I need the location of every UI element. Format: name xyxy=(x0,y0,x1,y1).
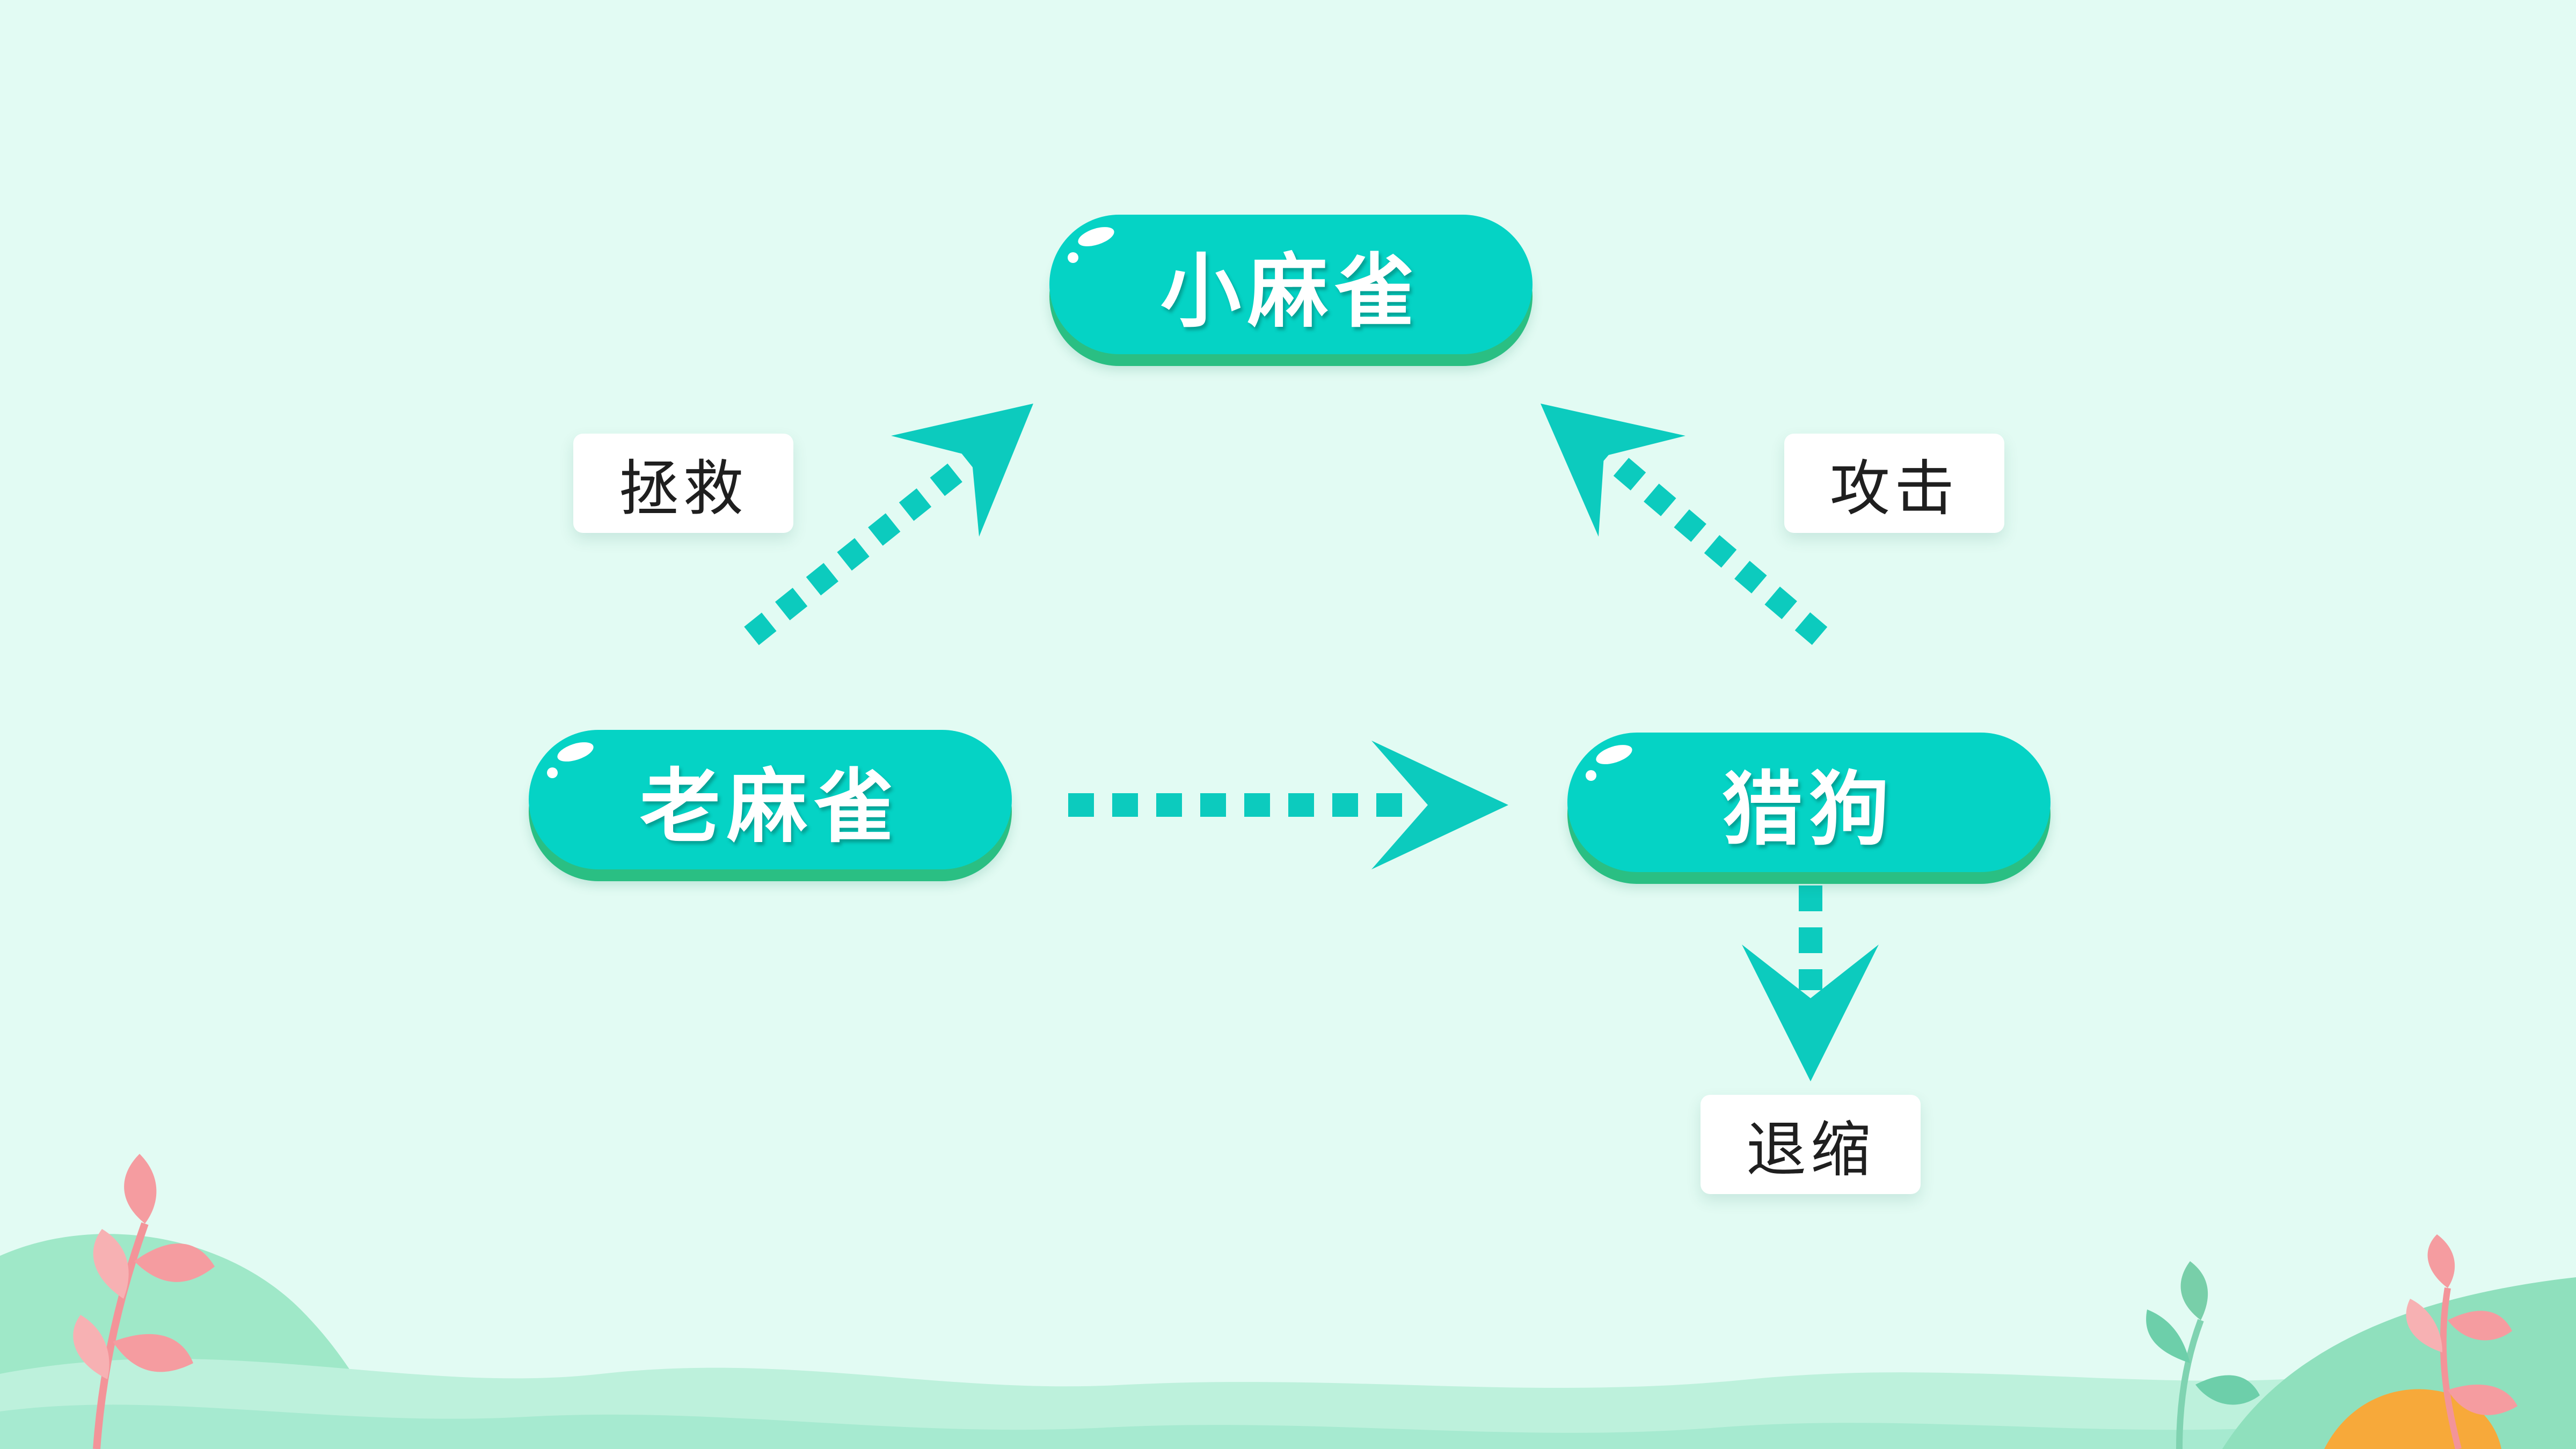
arrow-attack xyxy=(1541,404,1828,645)
node-old-sparrow-label: 老麻雀 xyxy=(639,759,901,854)
arrow-attack-dotted-line xyxy=(1594,442,1828,645)
node-highlight-dot xyxy=(1068,252,1078,263)
node-highlight xyxy=(1076,223,1116,251)
node-little-sparrow: 小麻雀 xyxy=(1049,215,1533,354)
node-hunting-dog: 猎狗 xyxy=(1567,733,2050,872)
node-highlight xyxy=(555,738,596,766)
node-highlight xyxy=(1594,741,1634,769)
node-little-sparrow-label: 小麻雀 xyxy=(1160,244,1421,339)
right-green-leaf-sprig xyxy=(2146,1261,2260,1449)
arrow-retreat-head xyxy=(1742,945,1879,1081)
node-old-sparrow: 老麻雀 xyxy=(529,730,1012,869)
edge-label-retreat-text: 退缩 xyxy=(1746,1115,1875,1185)
arrow-attack-head xyxy=(1541,404,1685,537)
node-highlight-dot xyxy=(547,767,558,778)
arrow-retreat xyxy=(1742,885,1879,1081)
edge-label-rescue: 拯救 xyxy=(573,434,793,533)
arrow-horizontal-head xyxy=(1371,741,1508,869)
right-pink-leaf-sprig xyxy=(2406,1234,2517,1449)
node-highlight-dot xyxy=(1586,770,1596,781)
bottom-hill-front xyxy=(0,1404,2576,1449)
arrow-rescue xyxy=(744,404,1033,646)
arrow-left-to-right xyxy=(1068,741,1508,869)
edge-label-attack-text: 攻击 xyxy=(1830,453,1959,524)
edge-label-retreat: 退缩 xyxy=(1701,1095,1921,1194)
arrow-rescue-head xyxy=(891,404,1033,537)
left-pink-leaf-sprig xyxy=(73,1154,215,1449)
edge-label-attack: 攻击 xyxy=(1784,434,2004,533)
edge-label-rescue-text: 拯救 xyxy=(619,453,748,524)
node-hunting-dog-label: 猎狗 xyxy=(1721,762,1896,857)
arrow-rescue-dotted-line xyxy=(744,441,990,646)
